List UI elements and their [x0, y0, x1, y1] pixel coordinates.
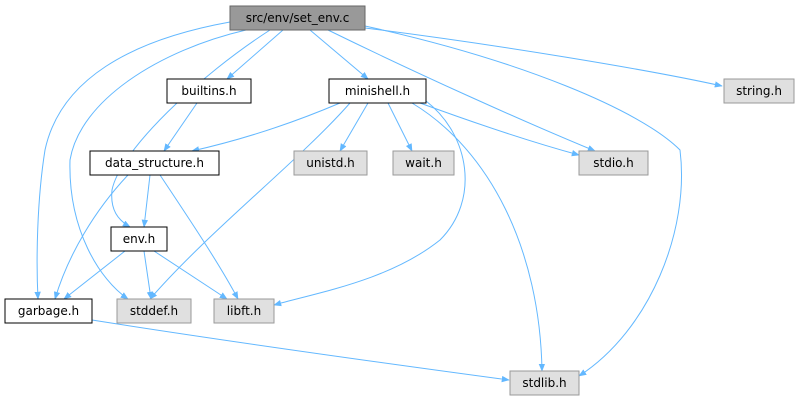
edge-minishell-h-to-stddef-h: [149, 102, 351, 300]
edges-layer: [34, 21, 723, 383]
node-set-env-c[interactable]: src/env/set_env.c: [229, 5, 366, 31]
node-libft-h[interactable]: libft.h: [213, 298, 275, 324]
node-builtins-h[interactable]: builtins.h: [166, 78, 252, 104]
node-data-structure-h[interactable]: data_structure.h: [89, 150, 220, 176]
node-label: string.h: [736, 84, 782, 98]
edge-minishell-h-to-libft-h: [273, 100, 466, 307]
edge-set-env-c-to-garbage-h: [34, 21, 231, 300]
node-minishell-h[interactable]: minishell.h: [328, 78, 427, 104]
node-label: src/env/set_env.c: [246, 11, 350, 25]
node-label: builtins.h: [181, 84, 236, 98]
node-garbage-h[interactable]: garbage.h: [4, 298, 93, 324]
edge-set-env-c-to-env-h: [111, 29, 271, 228]
node-label: data_structure.h: [105, 156, 204, 170]
node-label: garbage.h: [18, 304, 79, 318]
edge-set-env-c-to-stddef-h: [69, 29, 247, 300]
edge-set-env-c-to-string-h: [364, 27, 723, 88]
node-label: env.h: [123, 232, 156, 246]
node-label: minishell.h: [345, 84, 410, 98]
edge-data-structure-h-to-libft-h: [159, 174, 239, 300]
edge-set-env-c-to-stdio-h: [327, 29, 596, 152]
edge-env-h-to-garbage-h: [63, 250, 126, 300]
edge-set-env-c-to-stdlib-h: [364, 25, 682, 377]
edge-minishell-h-to-data-structure-h: [191, 102, 341, 153]
node-stddef-h[interactable]: stddef.h: [116, 298, 192, 324]
edge-minishell-h-to-stdio-h: [419, 102, 580, 157]
edge-minishell-h-to-wait-h: [387, 102, 413, 152]
edge-data-structure-h-to-env-h: [141, 174, 151, 228]
edge-data-structure-h-to-garbage-h: [53, 174, 129, 300]
node-label: stddef.h: [130, 304, 178, 318]
node-stdlib-h[interactable]: stdlib.h: [509, 370, 580, 396]
node-env-h[interactable]: env.h: [110, 226, 168, 252]
edge-env-h-to-libft-h: [153, 250, 228, 300]
nodes-layer: src/env/set_env.c builtins.h minishell.h…: [4, 5, 795, 396]
edge-set-env-c-to-minishell-h: [309, 29, 369, 80]
node-label: stdio.h: [593, 156, 633, 170]
edge-garbage-h-to-stdlib-h: [91, 319, 510, 383]
edge-builtins-h-to-data-structure-h: [163, 102, 198, 152]
node-label: libft.h: [227, 304, 261, 318]
node-string-h[interactable]: string.h: [723, 78, 795, 104]
edge-set-env-c-to-builtins-h: [226, 29, 284, 80]
node-unistd-h[interactable]: unistd.h: [293, 150, 368, 176]
node-label: unistd.h: [306, 156, 355, 170]
edge-env-h-to-stddef-h: [143, 250, 154, 300]
node-wait-h[interactable]: wait.h: [392, 150, 455, 176]
edge-minishell-h-to-unistd-h: [339, 102, 369, 152]
edge-minishell-h-to-stdlib-h: [411, 102, 546, 372]
node-stdio-h[interactable]: stdio.h: [578, 150, 649, 176]
node-label: wait.h: [405, 156, 442, 170]
node-label: stdlib.h: [522, 376, 566, 390]
